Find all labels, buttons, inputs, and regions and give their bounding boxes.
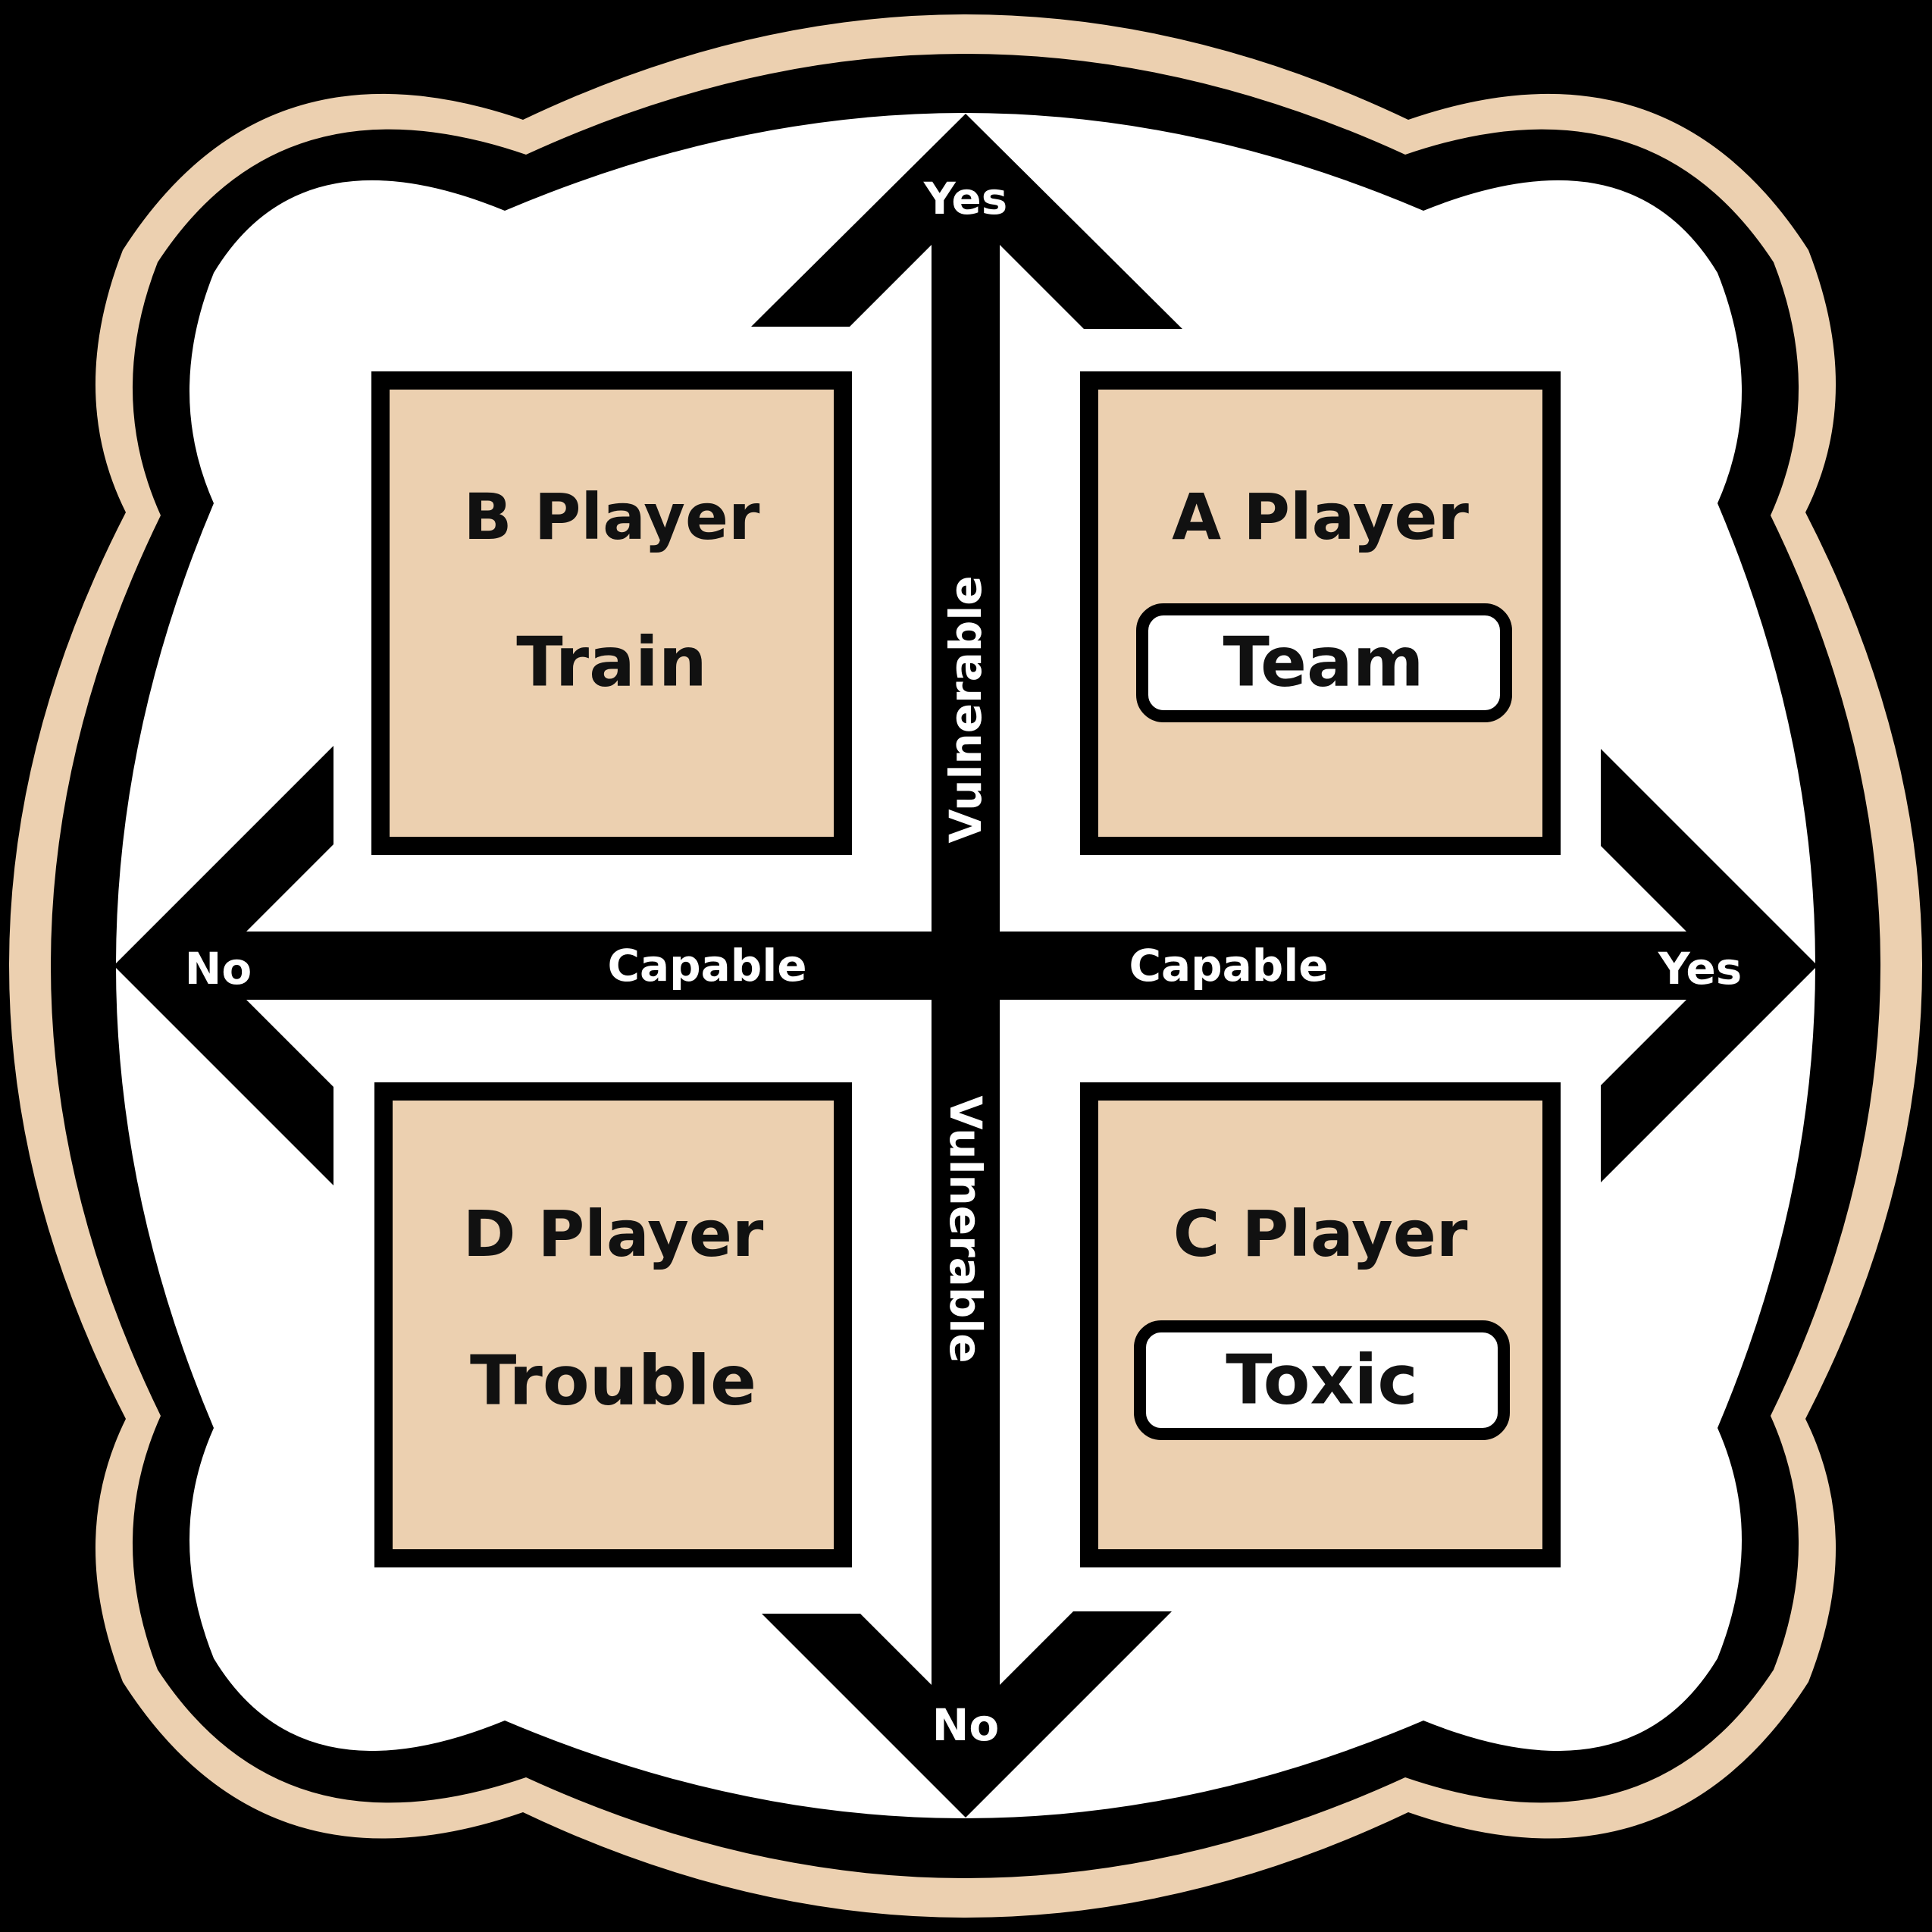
horizontal-axis-yes-label: Yes: [1658, 943, 1743, 994]
down-arrowhead: [762, 1611, 1172, 1818]
horizontal-axis-no-label: No: [185, 943, 252, 994]
quadrant-d-player: D Player Trouble: [374, 1082, 852, 1567]
quadrant-box: [371, 371, 852, 855]
vertical-axis-no-label: No: [932, 1699, 999, 1751]
horizontal-axis-arrow: [114, 746, 1818, 1185]
horizontal-axis-label-right: Capable: [1129, 940, 1328, 991]
quadrant-title: D Player: [463, 1197, 764, 1271]
left-arrowhead: [114, 746, 333, 1185]
quadrant-b-player: B Player Train: [371, 371, 852, 855]
vertical-axis-yes-label: Yes: [923, 173, 1008, 224]
vertical-axis-label-upper: Vulnerable: [940, 575, 991, 843]
horizontal-axis-line: [227, 932, 1705, 1000]
quadrant-title: B Player: [464, 480, 760, 554]
quadrant-a-player: A Player Team: [1080, 371, 1561, 855]
quadrant-title: A Player: [1172, 480, 1469, 554]
quadrant-action: Train: [516, 623, 707, 703]
vertical-axis-label-lower: Vulnerable: [940, 1095, 991, 1363]
quadrant-title: C Player: [1173, 1197, 1468, 1271]
up-arrowhead: [751, 114, 1182, 329]
quadrant-action: Team: [1223, 623, 1424, 703]
action-badge: [1136, 603, 1512, 722]
horizontal-axis-label-left: Capable: [607, 940, 806, 991]
quadrant-action: Trouble: [470, 1342, 756, 1421]
quadrant-c-player: C Player Toxic: [1080, 1082, 1561, 1567]
right-arrowhead: [1601, 749, 1818, 1182]
action-badge: [1134, 1320, 1510, 1440]
quadrant-box: [374, 1082, 852, 1567]
quadrant-action: Toxic: [1226, 1341, 1418, 1420]
